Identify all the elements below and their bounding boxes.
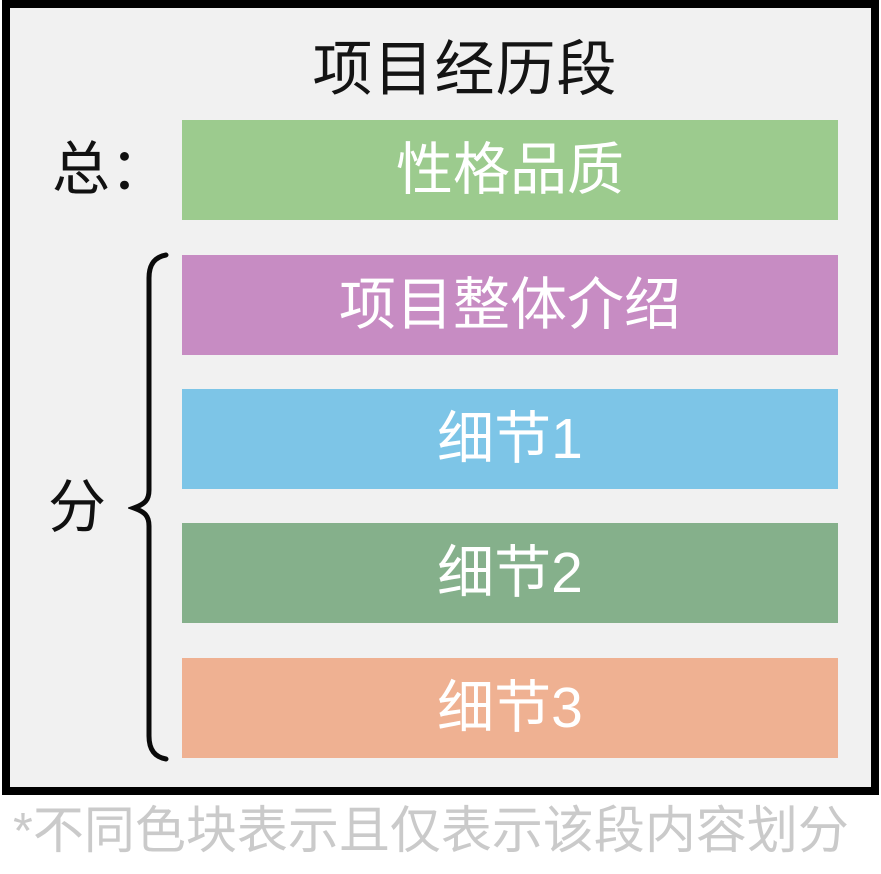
bar-detail-3: 细节3 (182, 658, 838, 758)
bar-detail-3-label: 细节3 (437, 675, 583, 740)
detail-label: 分 (48, 475, 107, 540)
bar-summary-label: 性格品质 (396, 137, 624, 202)
bar-detail-1-label: 细节1 (437, 406, 583, 471)
bar-detail-2-label: 细节2 (437, 540, 583, 605)
bar-detail-2: 细节2 (182, 523, 838, 623)
footnote: *不同色块表示且仅表示该段内容划分 (13, 802, 849, 859)
diagram-title: 项目经历段 (312, 36, 618, 103)
bar-intro: 项目整体介绍 (182, 255, 838, 355)
bar-detail-1: 细节1 (182, 389, 838, 489)
left-curly-brace-icon (128, 252, 169, 762)
summary-label: 总： (52, 137, 169, 202)
bar-summary: 性格品质 (182, 120, 838, 220)
bar-intro-label: 项目整体介绍 (339, 272, 681, 337)
